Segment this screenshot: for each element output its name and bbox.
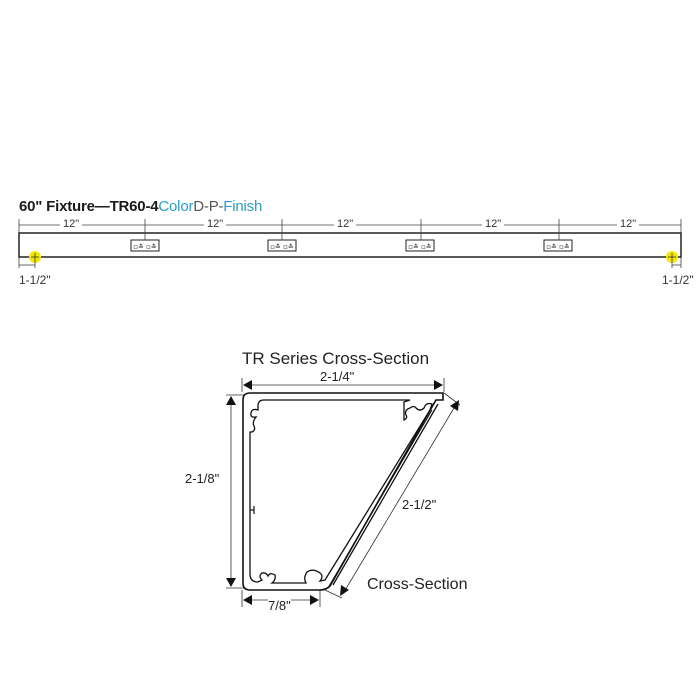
svg-text:▫≛ ▫≛: ▫≛ ▫≛ xyxy=(133,243,157,251)
fixture-title-prefix: 60" Fixture—TR60-4 xyxy=(19,198,159,215)
fixture-title: 60" Fixture—TR60-4ColorD-P-Finish xyxy=(19,198,262,215)
svg-text:▫≛ ▫≛: ▫≛ ▫≛ xyxy=(546,243,570,251)
width-dimension: 2-1/4" xyxy=(320,369,355,384)
spacing-label: 12" xyxy=(617,218,640,230)
mount-point-icon xyxy=(666,251,678,263)
spacing-label: 12" xyxy=(60,218,83,230)
connector-icon: ▫≛ ▫≛ xyxy=(543,239,573,252)
connector-icon: ▫≛ ▫≛ xyxy=(405,239,435,252)
fixture-title-dp: D-P- xyxy=(193,198,224,215)
base-dimension: 7/8" xyxy=(268,598,291,613)
end-offset-left: 1-1/2" xyxy=(16,273,54,287)
cross-section-caption: Cross-Section xyxy=(367,576,468,593)
svg-text:▫≛ ▫≛: ▫≛ ▫≛ xyxy=(408,243,432,251)
spacing-label: 12" xyxy=(482,218,505,230)
connector-icon: ▫≛ ▫≛ xyxy=(130,239,160,252)
fixture-title-color: Color xyxy=(158,198,194,215)
cross-section-title: TR Series Cross-Section xyxy=(242,349,430,368)
svg-text:▫≛ ▫≛: ▫≛ ▫≛ xyxy=(270,243,294,251)
end-offset-right: 1-1/2" xyxy=(659,273,697,287)
mount-point-icon xyxy=(29,251,41,263)
spacing-label: 12" xyxy=(334,218,357,230)
diagonal-dimension: 2-1/2" xyxy=(402,497,437,512)
connector-icon: ▫≛ ▫≛ xyxy=(267,239,297,252)
fixture-title-finish: Finish xyxy=(223,198,263,215)
height-dimension: 2-1/8" xyxy=(185,471,220,486)
spacing-label: 12" xyxy=(204,218,227,230)
